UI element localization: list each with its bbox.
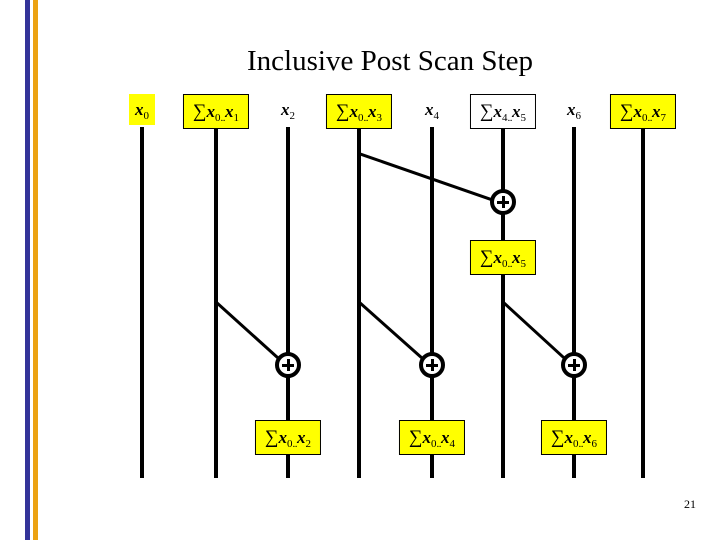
wire-1 [214, 127, 218, 478]
page-title: Inclusive Post Scan Step [247, 45, 533, 77]
accent-stripe-orange [33, 0, 38, 540]
top-row-node-0: x0 [129, 94, 155, 125]
wire-0 [140, 127, 144, 478]
accent-stripe-blue [25, 0, 30, 540]
top-row-node-5: ∑x4..x5 [469, 94, 537, 129]
top-row-node-4: x4 [425, 100, 439, 122]
top-row-node-2: x2 [281, 100, 295, 122]
level1-result-node: ∑x0..x5 [469, 240, 537, 275]
adder-node-3 [561, 352, 587, 378]
wire-3 [357, 127, 361, 478]
wire-4 [430, 127, 434, 478]
top-row-node-7: ∑x0..x7 [609, 94, 677, 129]
top-row-node-6: x6 [567, 100, 581, 122]
top-row-node-1: ∑x0..x1 [182, 94, 250, 129]
level2-result-node-0: ∑x0..x2 [254, 420, 322, 455]
level2-result-node-2: ∑x0..x6 [540, 420, 608, 455]
wire-7 [641, 127, 645, 478]
level2-result-node-1: ∑x0..x4 [398, 420, 466, 455]
wire-5 [501, 127, 505, 478]
page-number: 21 [684, 497, 696, 511]
wire-6 [572, 127, 576, 478]
wire-2 [286, 127, 290, 478]
adder-node-2 [419, 352, 445, 378]
adder-node-1 [275, 352, 301, 378]
adder-node-0 [490, 189, 516, 215]
top-row-node-3: ∑x0..x3 [325, 94, 393, 129]
